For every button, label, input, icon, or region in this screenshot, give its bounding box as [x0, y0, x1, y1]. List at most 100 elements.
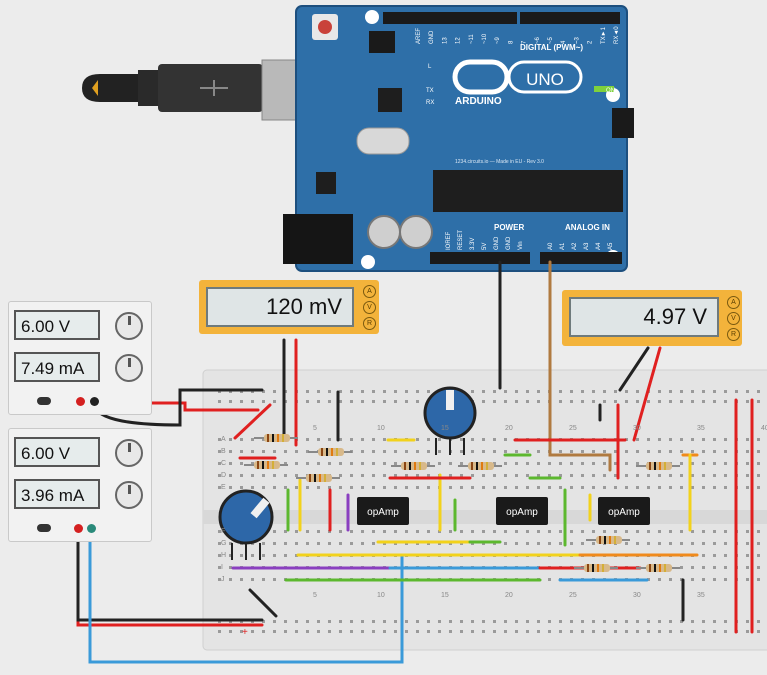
row-label: C [221, 460, 226, 467]
meter1-resistance-button[interactable]: R [363, 317, 376, 330]
column-label: 15 [441, 425, 449, 432]
wires [76, 260, 754, 664]
column-label: 15 [441, 592, 449, 599]
psu2-terminal-positive[interactable] [74, 524, 83, 533]
wire-red-meter2[interactable] [632, 346, 662, 442]
psu1-voltage-knob[interactable] [115, 312, 143, 340]
meter1-volt-button[interactable]: V [363, 301, 376, 314]
column-label: 5 [313, 592, 317, 599]
pin-label: ~11 [469, 34, 475, 44]
opamp-2-label: opAmp [506, 507, 538, 518]
pin-label: ~10 [482, 33, 488, 44]
resistor[interactable] [296, 474, 340, 482]
column-label: 25 [569, 592, 577, 599]
resistor[interactable] [574, 564, 618, 572]
pin-label: A5 [608, 242, 614, 250]
arduino-footer-text: 1234.circuits.io — Made in EU - Rev 3.0 [455, 159, 544, 165]
power-supply-1[interactable]: 6.00 V 7.49 mA [8, 301, 152, 415]
pin-label: ~6 [535, 36, 541, 44]
pin-label: AREF [416, 28, 422, 44]
wire-black-psu2[interactable] [76, 528, 264, 622]
resistor[interactable] [586, 536, 630, 544]
meter2-resistance-button[interactable]: R [727, 328, 740, 341]
pin-label: A4 [596, 242, 602, 250]
opamp-3-label: opAmp [608, 507, 640, 518]
arduino-power-label: POWER [494, 223, 524, 232]
row-label: G [221, 540, 226, 547]
pin-label: Vin [518, 241, 524, 250]
wire-black-meter2[interactable] [618, 346, 650, 392]
psu1-terminal-negative[interactable] [90, 397, 99, 406]
pin-label: 3.3V [470, 238, 476, 250]
column-label: 20 [505, 425, 513, 432]
meter2-volt-button[interactable]: V [727, 312, 740, 325]
pin-label: 4 [561, 40, 567, 44]
pin-label: A0 [548, 242, 554, 250]
psu2-terminal-negative[interactable] [87, 524, 96, 533]
opamp-1-label: opAmp [367, 507, 399, 518]
meter2-amp-button[interactable]: A [727, 296, 740, 309]
psu1-power-switch[interactable] [37, 397, 51, 405]
psu2-power-switch[interactable] [37, 524, 51, 532]
row-label: F [221, 528, 225, 535]
resistor[interactable] [458, 462, 502, 470]
column-label: 25 [569, 425, 577, 432]
row-label: B [221, 448, 226, 455]
resistor[interactable] [636, 564, 680, 572]
resistor[interactable] [636, 462, 680, 470]
row-label: E [221, 484, 226, 491]
pin-label: TX►1 [601, 26, 607, 44]
power-supply-2[interactable]: 6.00 V 3.96 mA [8, 428, 152, 542]
pin-label: GND [494, 236, 500, 250]
breadboard-plus-label: + [242, 627, 248, 638]
resistor[interactable] [244, 461, 288, 469]
resistor[interactable] [254, 434, 298, 442]
pin-label: 5V [482, 243, 488, 250]
psu2-voltage-knob[interactable] [115, 439, 143, 467]
pin-label: RX◄0 [614, 26, 620, 44]
arduino-rx-label: RX [426, 100, 434, 106]
opamp-3[interactable]: opAmp [598, 497, 650, 525]
psu2-current-display: 3.96 mA [14, 479, 100, 509]
arduino-tx-label: TX [426, 88, 434, 94]
wire-blue-psu2[interactable] [88, 528, 404, 664]
psu2-current-knob[interactable] [115, 481, 143, 509]
resistor[interactable] [391, 462, 435, 470]
multimeter-1[interactable]: 120 mV A V R [199, 280, 379, 334]
arduino-on-label: ON [606, 88, 615, 94]
row-label: H [221, 552, 226, 559]
pin-label: RESET [458, 230, 464, 250]
column-label: 30 [633, 425, 641, 432]
pin-label: ~3 [574, 36, 580, 44]
arduino-model-label: UNO [526, 70, 564, 89]
potentiometer-bottom[interactable] [218, 489, 274, 560]
psu1-terminal-positive[interactable] [76, 397, 85, 406]
column-label: 30 [633, 592, 641, 599]
row-label: D [221, 472, 226, 479]
meter1-amp-button[interactable]: A [363, 285, 376, 298]
wire-brown-arduino-a0[interactable] [548, 260, 612, 472]
potentiometer-top[interactable] [423, 386, 477, 455]
pin-label: A1 [560, 242, 566, 250]
meter2-reading-display: 4.97 V [569, 297, 719, 337]
pin-label: IOREF [446, 231, 452, 250]
row-label: I [221, 564, 223, 571]
psu1-current-display: 7.49 mA [14, 352, 100, 382]
arduino-board[interactable] [283, 5, 634, 272]
column-label: 35 [697, 592, 705, 599]
pin-label: ~5 [548, 36, 554, 44]
column-label: 10 [377, 592, 385, 599]
resistors[interactable] [244, 434, 680, 572]
psu2-voltage-display: 6.00 V [14, 437, 100, 467]
psu1-current-knob[interactable] [115, 354, 143, 382]
column-label: 10 [377, 425, 385, 432]
row-label: A [221, 436, 226, 443]
resistor[interactable] [308, 448, 352, 456]
multimeter-2[interactable]: 4.97 V A V R [562, 290, 742, 346]
opamp-1[interactable]: opAmp [357, 497, 409, 525]
opamp-2[interactable]: opAmp [496, 497, 548, 525]
